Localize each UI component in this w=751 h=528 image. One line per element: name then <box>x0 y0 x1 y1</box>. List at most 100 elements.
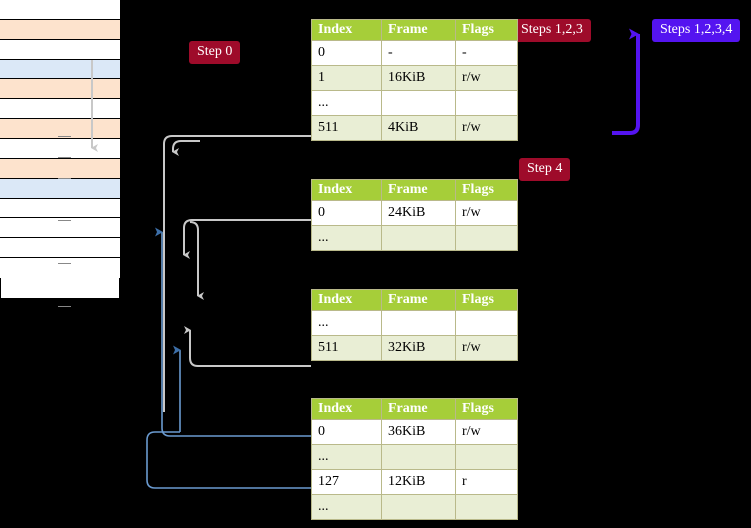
badge-step-0: Step 0 <box>189 41 241 64</box>
column-header-frame: Frame <box>381 19 456 41</box>
wire-hidden2 <box>174 142 250 150</box>
column-header-frame: Frame <box>381 398 456 420</box>
cell-flags <box>455 444 518 470</box>
column-header-index: Index <box>311 19 382 41</box>
column-header-frame: Frame <box>381 289 456 311</box>
column-header-index: Index <box>311 179 382 201</box>
cell-index: 0 <box>311 200 382 226</box>
memory-frame-row <box>0 19 120 40</box>
table-row: ... <box>311 494 518 520</box>
column-header-index: Index <box>311 289 382 311</box>
badge-step-4: Step 4 <box>519 158 571 181</box>
cell-frame <box>381 444 456 470</box>
wire-pd-to-memory <box>184 326 311 367</box>
memory-frame-row <box>0 59 120 80</box>
cell-index: 511 <box>311 335 382 361</box>
cell-index: 1 <box>311 65 382 91</box>
table-row: 511 4KiB r/w <box>311 115 518 141</box>
table-row: 511 32KiB r/w <box>311 335 518 361</box>
memory-tick <box>58 157 71 158</box>
table-row: 1 16KiB r/w <box>311 65 518 91</box>
cell-frame: 24KiB <box>381 200 456 226</box>
table-header-row: Index Frame Flags <box>311 289 518 311</box>
wire-row5-to-row7 <box>189 221 204 300</box>
cell-index: 0 <box>311 40 382 66</box>
cell-index: 0 <box>311 419 382 445</box>
memory-frame-row <box>0 238 120 259</box>
memory-frame-row <box>0 158 120 179</box>
column-header-flags: Flags <box>455 289 518 311</box>
memory-frame-row <box>0 119 120 139</box>
cell-index: ... <box>311 494 382 520</box>
cell-index: ... <box>311 444 382 470</box>
cell-frame <box>381 310 456 336</box>
cell-index: ... <box>311 90 382 116</box>
table-row: 127 12KiB r <box>311 469 518 495</box>
pdpt-table: Index Frame Flags 0 24KiB r/w ... <box>311 179 518 251</box>
cell-frame: 36KiB <box>381 419 456 445</box>
memory-frame-row <box>0 198 120 219</box>
cell-index: ... <box>311 310 382 336</box>
memory-tick <box>58 220 71 221</box>
pml4-table: Index Frame Flags 0 - - 1 16KiB r/w ... … <box>311 19 518 141</box>
wire-pml4-511-to-memory <box>163 135 311 412</box>
arrow-steps-1234-loop <box>612 28 640 135</box>
memory-frame-row <box>0 218 120 239</box>
memory-frame-row <box>0 258 120 278</box>
pt-table: Index Frame Flags 0 36KiB r/w ... 127 12… <box>311 398 518 520</box>
table-row: ... <box>311 225 518 251</box>
cell-index: ... <box>311 225 382 251</box>
cell-flags <box>455 494 518 520</box>
table-row: 0 - - <box>311 40 518 66</box>
cell-frame <box>381 90 456 116</box>
cell-flags: r/w <box>455 65 518 91</box>
table-row: ... <box>311 444 518 470</box>
cell-frame: 32KiB <box>381 335 456 361</box>
wire-pdpt-to-memory <box>183 219 311 259</box>
table-row: 0 36KiB r/w <box>311 419 518 445</box>
cell-index: 511 <box>311 115 382 141</box>
cell-flags <box>455 310 518 336</box>
wire-pt-36kib-to-memory <box>155 227 311 437</box>
cell-frame: 12KiB <box>381 469 456 495</box>
cell-flags: - <box>455 40 518 66</box>
table-header-row: Index Frame Flags <box>311 398 518 420</box>
cell-flags: r/w <box>455 335 518 361</box>
memory-column-divider <box>130 202 131 413</box>
table-header-row: Index Frame Flags <box>311 19 518 41</box>
cell-flags: r/w <box>455 419 518 445</box>
column-header-index: Index <box>311 398 382 420</box>
column-header-frame: Frame <box>381 179 456 201</box>
memory-tick <box>58 263 71 264</box>
memory-tick <box>58 136 71 137</box>
cell-index: 127 <box>311 469 382 495</box>
badge-steps-1234: Steps 1,2,3,4 <box>652 19 741 42</box>
column-header-flags: Flags <box>455 398 518 420</box>
cell-frame <box>381 494 456 520</box>
cell-frame: 4KiB <box>381 115 456 141</box>
memory-tick <box>58 178 71 179</box>
physical-memory-column <box>0 0 120 299</box>
cell-frame: - <box>381 40 456 66</box>
memory-tick <box>58 306 71 307</box>
cell-flags <box>455 225 518 251</box>
table-row: ... <box>311 90 518 116</box>
cell-frame: 16KiB <box>381 65 456 91</box>
memory-frame-row <box>0 178 120 199</box>
badge-steps-123: Steps 1,2,3 <box>513 19 591 42</box>
memory-frame-row <box>0 79 120 100</box>
wire-hook-to-row2 <box>172 140 200 156</box>
column-header-flags: Flags <box>455 179 518 201</box>
pd-table: Index Frame Flags ... 511 32KiB r/w <box>311 289 518 361</box>
wire-pt-12kib-path <box>146 431 311 489</box>
cell-frame <box>381 225 456 251</box>
memory-frame-row <box>0 39 120 60</box>
table-row: 0 24KiB r/w <box>311 200 518 226</box>
memory-frame-row <box>0 0 120 20</box>
cell-flags: r/w <box>455 115 518 141</box>
column-header-flags: Flags <box>455 19 518 41</box>
table-header-row: Index Frame Flags <box>311 179 518 201</box>
cell-flags: r <box>455 469 518 495</box>
table-row: ... <box>311 310 518 336</box>
cell-flags <box>455 90 518 116</box>
